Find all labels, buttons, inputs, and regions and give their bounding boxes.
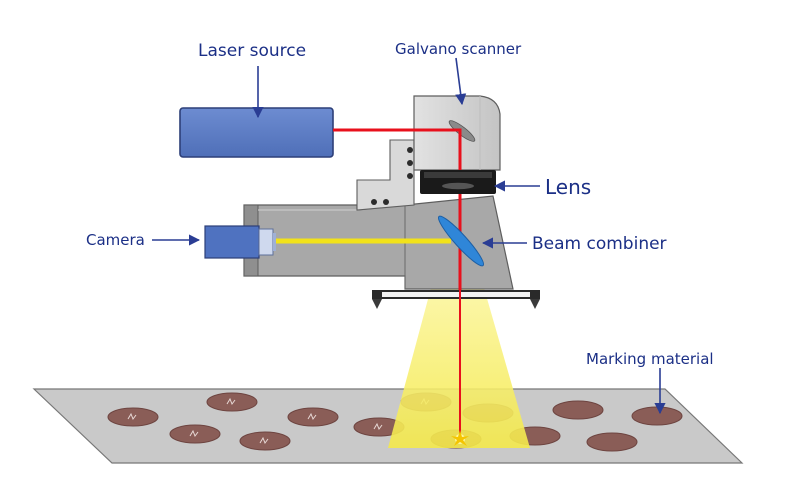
beam-combiner	[437, 215, 485, 267]
callout-arrows	[152, 57, 666, 415]
material-disc	[107, 407, 159, 427]
marking-material-label: Marking material	[586, 350, 714, 368]
galvano-scanner-arrow	[455, 57, 467, 106]
material-disc	[206, 392, 258, 412]
material-disc	[169, 424, 221, 444]
marking-spot	[451, 430, 469, 446]
laser-source-label: Laser source	[198, 41, 306, 61]
lens-label: Lens	[545, 175, 591, 199]
galvano-scanner-label: Galvano scanner	[395, 40, 522, 58]
beam-combiner-label: Beam combiner	[532, 234, 667, 254]
material-disc	[586, 432, 638, 452]
galvano-scanner	[413, 95, 501, 171]
material-disc	[239, 431, 291, 451]
camera-label: Camera	[86, 231, 145, 249]
material-disc	[287, 407, 339, 427]
material-disc	[631, 406, 683, 426]
camera	[204, 225, 276, 259]
lens	[420, 170, 496, 194]
material-disc	[552, 400, 604, 420]
laser-source	[179, 107, 334, 158]
